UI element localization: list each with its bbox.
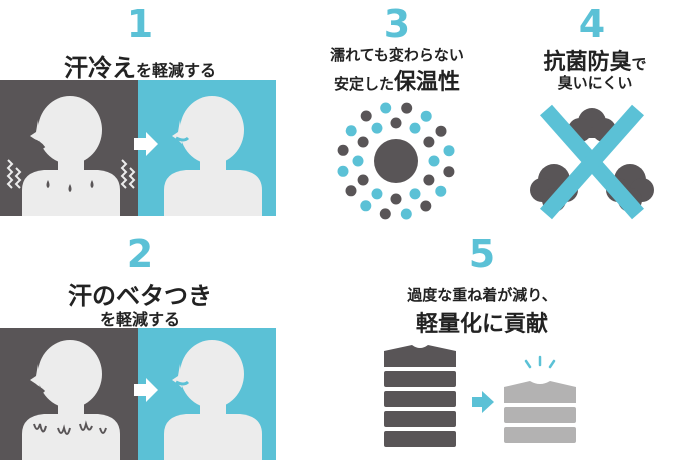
item4-title: 抗菌防臭で (510, 44, 680, 76)
item3-title-line1: 濡れても変わらない (330, 46, 464, 64)
ring-dot (379, 208, 391, 220)
ring-dot (345, 125, 357, 137)
ring-dot (443, 145, 455, 157)
ring-dot (380, 102, 392, 114)
ring-dot (435, 185, 447, 197)
item4-number: 4 (578, 2, 606, 46)
anti-odor-cross-icon (530, 102, 656, 222)
ring-dot (360, 200, 372, 212)
ring-dot (428, 155, 440, 167)
ring-dot (352, 155, 364, 167)
stacked-clothes-icon (380, 345, 580, 455)
ring-dot (371, 122, 383, 134)
item5-number: 5 (468, 232, 496, 276)
ring-dot (371, 188, 383, 200)
item5-title-line2: 軽量化に貢献 (415, 312, 548, 337)
item1-number: 1 (126, 2, 154, 46)
item4-title-main: 抗菌防臭 (543, 50, 632, 75)
item2-number: 2 (126, 232, 154, 276)
item1-title-sub: を軽減する (135, 61, 216, 80)
ring-dot (360, 110, 372, 122)
item2-title-line2: を軽減する (99, 310, 180, 329)
ring-dot (357, 136, 369, 148)
item2-title-line1: 汗のベタつき (68, 282, 212, 310)
ring-dot (337, 165, 349, 177)
item3-number: 3 (383, 2, 411, 46)
ring-dot (390, 193, 402, 205)
ring-dot (357, 174, 369, 186)
ring-dot (345, 185, 357, 197)
cold-sweat-person-icon (0, 80, 276, 216)
item3-title-prefix: 安定した (333, 75, 394, 93)
ring-dot (423, 136, 435, 148)
item3-title-main: 保温性 (394, 70, 461, 95)
item5-title-line1: 過度な重ね着が減り、 (407, 286, 557, 304)
ring-dot (423, 174, 435, 186)
ring-dot (337, 144, 349, 156)
ring-dot (435, 125, 447, 137)
sticky-sweat-person-icon (0, 328, 276, 460)
item4-title-suffix: で (631, 55, 647, 73)
item4-title-line2: 臭いにくい (557, 74, 633, 92)
warmth-circle-icon (330, 100, 462, 222)
item1-title: 汗冷えを軽減する (20, 48, 260, 83)
item1-title-main: 汗冷え (63, 54, 136, 82)
center-dot (374, 139, 418, 183)
ring-dot (400, 208, 412, 220)
ring-dot (390, 117, 402, 129)
ring-dot (420, 200, 432, 212)
ring-dot (420, 110, 432, 122)
ring-dot (409, 122, 421, 134)
item3-title-line2: 安定した保温性 (297, 64, 497, 96)
ring-dot (443, 166, 455, 178)
ring-dot (409, 188, 421, 200)
ring-dot (401, 102, 413, 114)
